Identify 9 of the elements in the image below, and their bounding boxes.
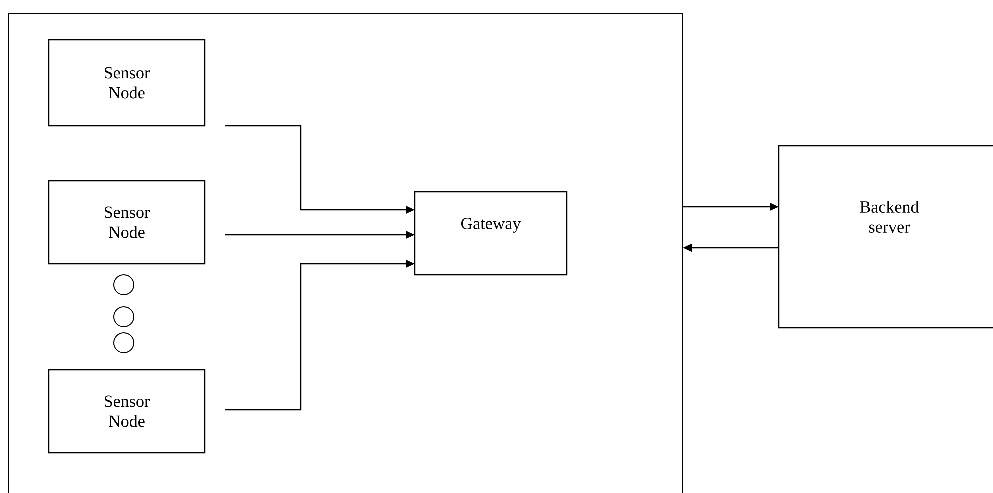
- ellipsis-circle: [114, 306, 134, 328]
- sensor-node-box: Sensor Node: [48, 369, 206, 454]
- server-box: Backend server: [778, 145, 993, 329]
- system-boundary-box: [8, 14, 684, 493]
- ellipsis-circle: [114, 274, 134, 296]
- ellipsis-circle: [114, 332, 134, 354]
- gateway-box: Gateway: [414, 191, 568, 276]
- sensor-node-box: Sensor Node: [48, 39, 206, 127]
- sensor-node-box: Sensor Node: [48, 180, 206, 265]
